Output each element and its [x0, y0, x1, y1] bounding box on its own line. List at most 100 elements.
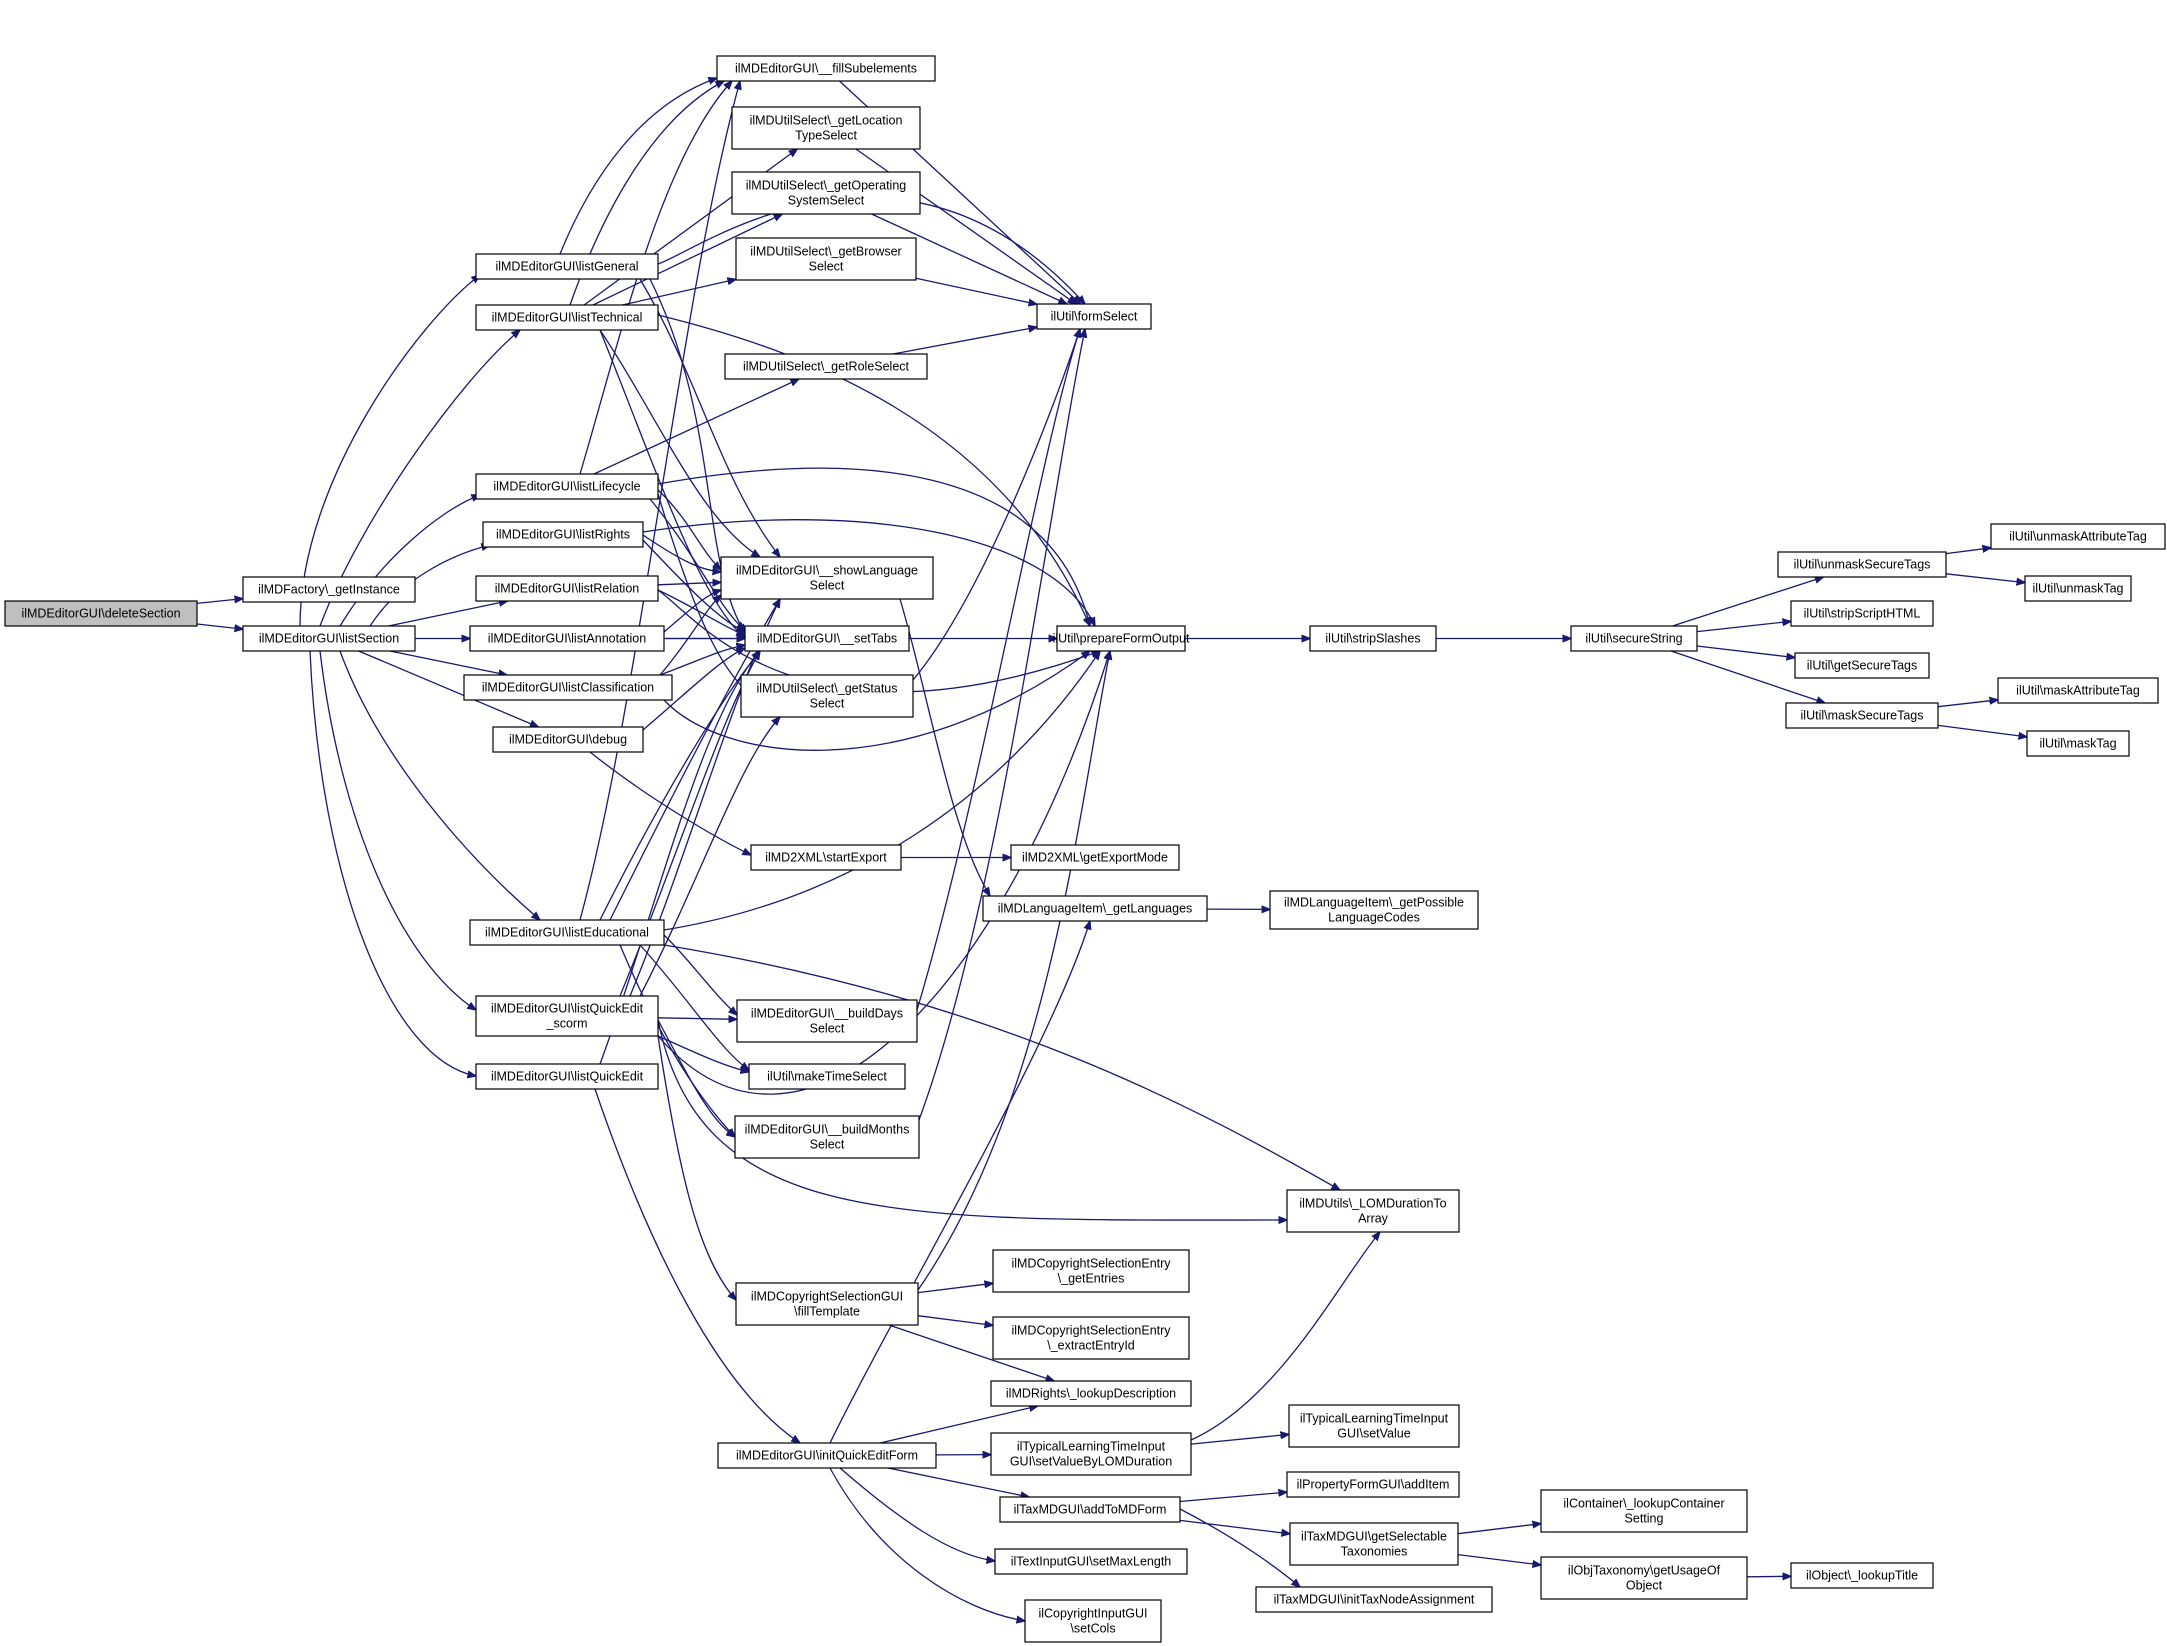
node-box: [1790, 600, 1934, 627]
edge-listQuickEditScorm-to-fillTemplate: [657, 1035, 736, 1300]
node-label: Select: [809, 260, 844, 274]
node-box: [1785, 702, 1939, 729]
node-listRelation[interactable]: ilMDEditorGUI\listRelation: [475, 575, 659, 602]
node-label: ilUtil\stripSlashes: [1325, 632, 1420, 646]
node-initQuickEditForm[interactable]: ilMDEditorGUI\initQuickEditForm: [717, 1442, 937, 1469]
node-fillTemplate[interactable]: ilMDCopyrightSelectionGUI\fillTemplate: [735, 1282, 919, 1326]
node-label: ilMDEditorGUI\__setTabs: [757, 632, 897, 646]
node-getEntries[interactable]: ilMDCopyrightSelectionEntry\_getEntries: [992, 1249, 1190, 1293]
node-getSecureTags[interactable]: ilUtil\getSecureTags: [1794, 652, 1930, 679]
node-label: Array: [1358, 1212, 1389, 1226]
edge-listAnnotation-to-showLanguageSelect: [663, 590, 721, 633]
edge-initQuickEditForm-to-setCols: [829, 1467, 1025, 1621]
node-label: ilUtil\prepareFormOutput: [1053, 632, 1190, 646]
node-label: ilUtil\secureString: [1585, 632, 1682, 646]
edge-addToMDForm-to-initTaxNodeAssignment: [1179, 1508, 1300, 1587]
node-stripSlashes[interactable]: ilUtil\stripSlashes: [1309, 625, 1437, 652]
edge-listEducational-to-prepareFormOutput: [663, 651, 1100, 931]
node-box: [242, 576, 416, 603]
node-box: [994, 1548, 1188, 1575]
node-label: ilMDCopyrightSelectionEntry: [1011, 1324, 1171, 1338]
edge-addToMDForm-to-getSelectableTaxonomies: [1179, 1519, 1290, 1533]
node-getLanguages[interactable]: ilMDLanguageItem\_getLanguages: [982, 895, 1208, 922]
node-unmaskTag[interactable]: ilUtil\unmaskTag: [2024, 575, 2132, 602]
node-initTaxNodeAssignment[interactable]: ilTaxMDGUI\initTaxNodeAssignment: [1255, 1586, 1493, 1613]
node-getInstance[interactable]: ilMDFactory\_getInstance: [242, 576, 416, 603]
node-label: ilMDEditorGUI\__showLanguage: [736, 564, 918, 578]
node-label: ilUtil\unmaskSecureTags: [1794, 558, 1931, 572]
node-label: ilMDUtilSelect\_getLocation: [750, 114, 903, 128]
node-label: ilUtil\stripScriptHTML: [1804, 607, 1921, 621]
node-addToMDForm[interactable]: ilTaxMDGUI\addToMDForm: [999, 1496, 1181, 1523]
node-box: [2026, 730, 2130, 757]
node-secureString[interactable]: ilUtil\secureString: [1570, 625, 1698, 652]
node-addItem[interactable]: ilPropertyFormGUI\addItem: [1286, 1471, 1460, 1498]
node-maskSecureTags[interactable]: ilUtil\maskSecureTags: [1785, 702, 1939, 729]
node-label: _scorm: [546, 1017, 588, 1031]
node-listQuickEdit[interactable]: ilMDEditorGUI\listQuickEdit: [475, 1063, 659, 1090]
edge-listSection-to-listGeneral: [299, 275, 480, 627]
edge-listQuickEditScorm-to-getStatusSelect: [639, 717, 780, 997]
node-label: ilMDCopyrightSelectionGUI: [751, 1290, 903, 1304]
edge-listSection-to-listLifecycle: [339, 495, 480, 627]
node-fillSubelements[interactable]: ilMDEditorGUI\__fillSubelements: [716, 55, 936, 82]
node-debug[interactable]: ilMDEditorGUI\debug: [492, 726, 644, 753]
node-lookupTitle[interactable]: ilObject\_lookupTitle: [1790, 1562, 1934, 1589]
node-label: Object: [1626, 1579, 1663, 1593]
node-deleteSection[interactable]: ilMDEditorGUI\deleteSection: [4, 600, 198, 627]
node-label: ilMDUtilSelect\_getStatus: [756, 682, 897, 696]
node-getRoleSelect[interactable]: ilMDUtilSelect\_getRoleSelect: [724, 353, 928, 380]
node-stripScriptHTML[interactable]: ilUtil\stripScriptHTML: [1790, 600, 1934, 627]
edge-listLifecycle-to-showLanguageSelect: [657, 489, 721, 570]
node-label: ilTypicalLearningTimeInput: [1300, 1412, 1449, 1426]
node-unmaskSecureTags[interactable]: ilUtil\unmaskSecureTags: [1777, 551, 1947, 578]
node-setValueByLOMDuration[interactable]: ilTypicalLearningTimeInputGUI\setValueBy…: [990, 1432, 1192, 1476]
node-maskAttributeTag[interactable]: ilUtil\maskAttributeTag: [1997, 677, 2159, 704]
node-maskTag[interactable]: ilUtil\maskTag: [2026, 730, 2130, 757]
node-prepareFormOutput[interactable]: ilUtil\prepareFormOutput: [1053, 625, 1190, 652]
node-listAnnotation[interactable]: ilMDEditorGUI\listAnnotation: [469, 625, 665, 652]
node-listLifecycle[interactable]: ilMDEditorGUI\listLifecycle: [475, 473, 659, 500]
node-label: LanguageCodes: [1328, 911, 1420, 925]
node-listQuickEditScorm[interactable]: ilMDEditorGUI\listQuickEdit_scorm: [475, 995, 659, 1037]
node-unmaskAttributeTag[interactable]: ilUtil\unmaskAttributeTag: [1990, 523, 2166, 550]
node-label: ilMDUtilSelect\_getRoleSelect: [743, 360, 910, 374]
node-listTechnical[interactable]: ilMDEditorGUI\listTechnical: [475, 304, 659, 331]
node-label: ilUtil\maskTag: [2039, 737, 2116, 751]
node-extractEntryId[interactable]: ilMDCopyrightSelectionEntry\_extractEntr…: [992, 1316, 1190, 1360]
node-listGeneral[interactable]: ilMDEditorGUI\listGeneral: [475, 253, 659, 280]
node-box: [1024, 1599, 1162, 1643]
node-getExportMode[interactable]: ilMD2XML\getExportMode: [1010, 844, 1180, 871]
edge-listSection-to-listClassification: [389, 650, 507, 675]
node-startExport[interactable]: ilMD2XML\startExport: [750, 844, 902, 871]
edge-initQuickEditForm-to-setMaxLength: [839, 1467, 995, 1561]
node-setMaxLength[interactable]: ilTextInputGUI\setMaxLength: [994, 1548, 1188, 1575]
node-makeTimeSelect[interactable]: ilUtil\makeTimeSelect: [748, 1063, 906, 1090]
node-listClassification[interactable]: ilMDEditorGUI\listClassification: [463, 674, 673, 701]
node-label: ilUtil\getSecureTags: [1807, 659, 1917, 673]
node-setTabs[interactable]: ilMDEditorGUI\__setTabs: [744, 625, 910, 652]
node-listSection[interactable]: ilMDEditorGUI\listSection: [242, 625, 416, 652]
node-formSelect[interactable]: ilUtil\formSelect: [1036, 303, 1152, 330]
edge-getUsageOfObject-to-lookupTitle: [1746, 1576, 1791, 1577]
node-listEducational[interactable]: ilMDEditorGUI\listEducational: [469, 919, 665, 946]
node-lookupDescription[interactable]: ilMDRights\_lookupDescription: [990, 1380, 1192, 1407]
node-listRights[interactable]: ilMDEditorGUI\listRights: [482, 521, 644, 548]
node-setCols[interactable]: ilCopyrightInputGUI\setCols: [1024, 1599, 1162, 1643]
node-getPossibleLanguageCodes[interactable]: ilMDLanguageItem\_getPossibleLanguageCod…: [1269, 890, 1479, 930]
node-label: ilMDEditorGUI\debug: [509, 733, 627, 747]
edge-showLanguageSelect-to-getLanguages: [899, 598, 990, 896]
